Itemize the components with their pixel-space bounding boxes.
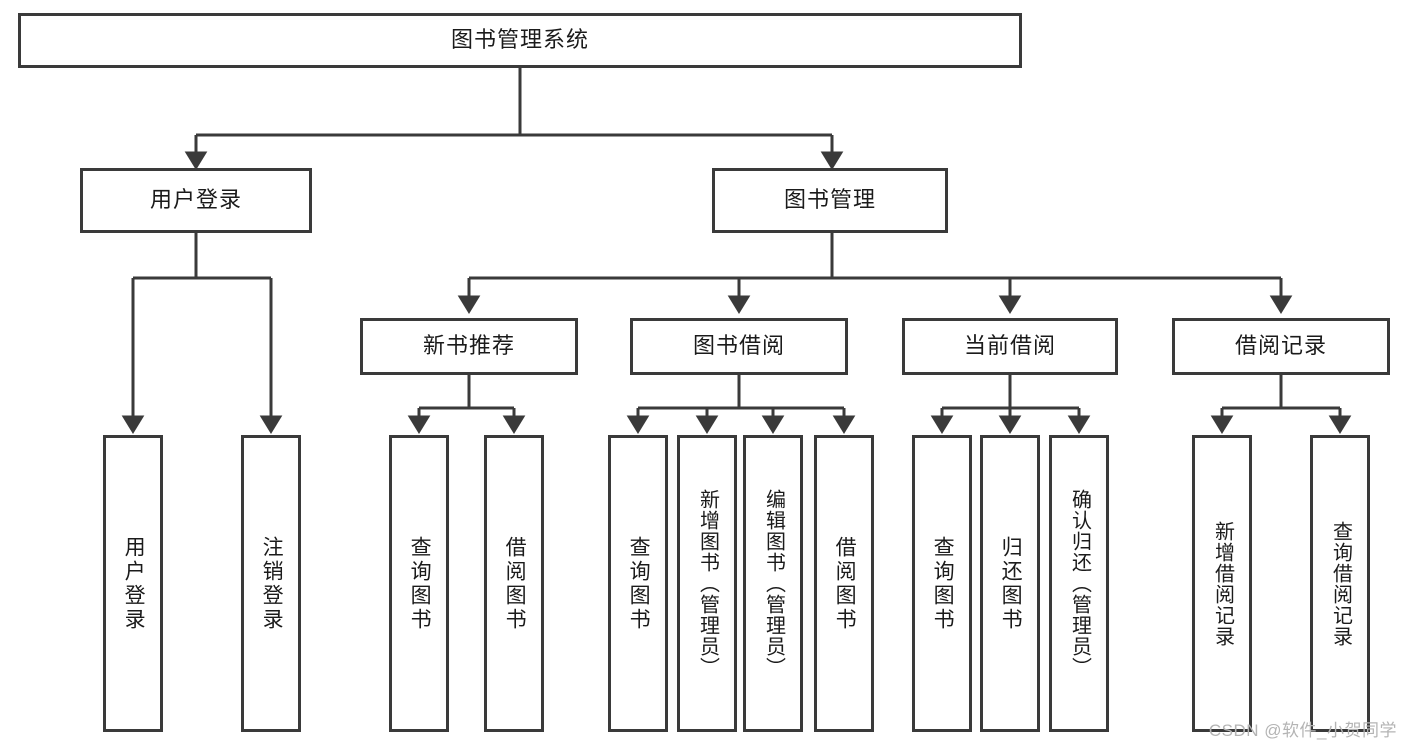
leaf-query-books-borrow[interactable]: 查询图书 [608, 435, 668, 732]
node-borrow-record[interactable]: 借阅记录 [1172, 318, 1390, 375]
node-book-management[interactable]: 图书管理 [712, 168, 948, 233]
node-label: 图书管理系统 [450, 27, 589, 53]
node-label: 新增借阅记录 [1211, 520, 1234, 647]
node-book-borrow[interactable]: 图书借阅 [630, 318, 848, 375]
leaf-borrow-books-recommend[interactable]: 借阅图书 [484, 435, 544, 732]
leaf-user-login[interactable]: 用户登录 [103, 435, 163, 732]
leaf-return-books[interactable]: 归还图书 [980, 435, 1040, 732]
node-label: 用户登录 [122, 535, 146, 632]
node-label: 编辑图书（管理员） [762, 489, 785, 678]
node-label: 归还图书 [999, 535, 1023, 632]
node-label: 图书借阅 [692, 333, 785, 359]
node-label: 注销登录 [260, 535, 284, 632]
leaf-add-borrow-record[interactable]: 新增借阅记录 [1192, 435, 1252, 732]
node-label: 新增图书（管理员） [696, 489, 719, 678]
node-user-login[interactable]: 用户登录 [80, 168, 312, 233]
node-label: 借阅图书 [503, 535, 527, 632]
leaf-borrow-books[interactable]: 借阅图书 [814, 435, 874, 732]
watermark-text: CSDN @软件_小贺同学 [1208, 721, 1397, 740]
leaf-edit-book-admin[interactable]: 编辑图书（管理员） [743, 435, 803, 732]
leaf-query-books-current[interactable]: 查询图书 [912, 435, 972, 732]
leaf-query-borrow-record[interactable]: 查询借阅记录 [1310, 435, 1370, 732]
leaf-query-books-recommend[interactable]: 查询图书 [389, 435, 449, 732]
node-label: 查询图书 [627, 535, 651, 632]
node-label: 确认归还（管理员） [1068, 489, 1091, 678]
node-label: 借阅图书 [833, 535, 857, 632]
node-label: 当前借阅 [963, 333, 1056, 359]
node-new-book-recommend[interactable]: 新书推荐 [360, 318, 578, 375]
leaf-confirm-return-admin[interactable]: 确认归还（管理员） [1049, 435, 1109, 732]
leaf-logout[interactable]: 注销登录 [241, 435, 301, 732]
node-root-system[interactable]: 图书管理系统 [18, 13, 1022, 68]
node-label: 新书推荐 [422, 333, 515, 359]
leaf-add-book-admin[interactable]: 新增图书（管理员） [677, 435, 737, 732]
node-label: 查询图书 [408, 535, 432, 632]
node-label: 用户登录 [149, 187, 242, 213]
node-label: 图书管理 [783, 187, 876, 213]
node-label: 借阅记录 [1234, 333, 1327, 359]
node-current-borrow[interactable]: 当前借阅 [902, 318, 1118, 375]
node-label: 查询借阅记录 [1329, 520, 1352, 647]
node-label: 查询图书 [931, 535, 955, 632]
